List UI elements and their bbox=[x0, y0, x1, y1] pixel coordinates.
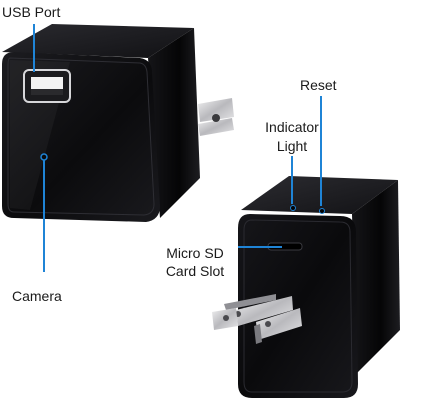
callout-lines bbox=[33, 24, 322, 272]
sd-slot-label-line2: Card Slot bbox=[165, 263, 225, 279]
usb-port-icon bbox=[23, 69, 71, 103]
left-side-face bbox=[148, 28, 200, 218]
camera-lens-icon bbox=[40, 153, 48, 161]
prong-back-2 bbox=[256, 308, 302, 340]
reset-hole-icon bbox=[319, 208, 325, 214]
reset-label: Reset bbox=[300, 77, 337, 93]
right-front-face bbox=[238, 214, 358, 398]
prong-back-1 bbox=[236, 296, 293, 326]
sd-slot-label-line1: Micro SD bbox=[166, 245, 224, 261]
camera-label: Camera bbox=[12, 288, 62, 304]
indicator-light-label-line2: Light bbox=[276, 138, 308, 154]
charger-front-view bbox=[2, 24, 234, 222]
right-side-face bbox=[352, 180, 400, 374]
usb-port-label: USB Port bbox=[2, 4, 61, 20]
left-top-face bbox=[2, 24, 194, 58]
prong-upper bbox=[198, 98, 234, 122]
charger-back-view bbox=[212, 176, 400, 398]
indicator-light-label-line1: Indicator bbox=[265, 119, 319, 135]
prong-lower bbox=[198, 118, 234, 136]
indicator-light-icon bbox=[290, 205, 296, 211]
right-top-face bbox=[241, 176, 398, 214]
